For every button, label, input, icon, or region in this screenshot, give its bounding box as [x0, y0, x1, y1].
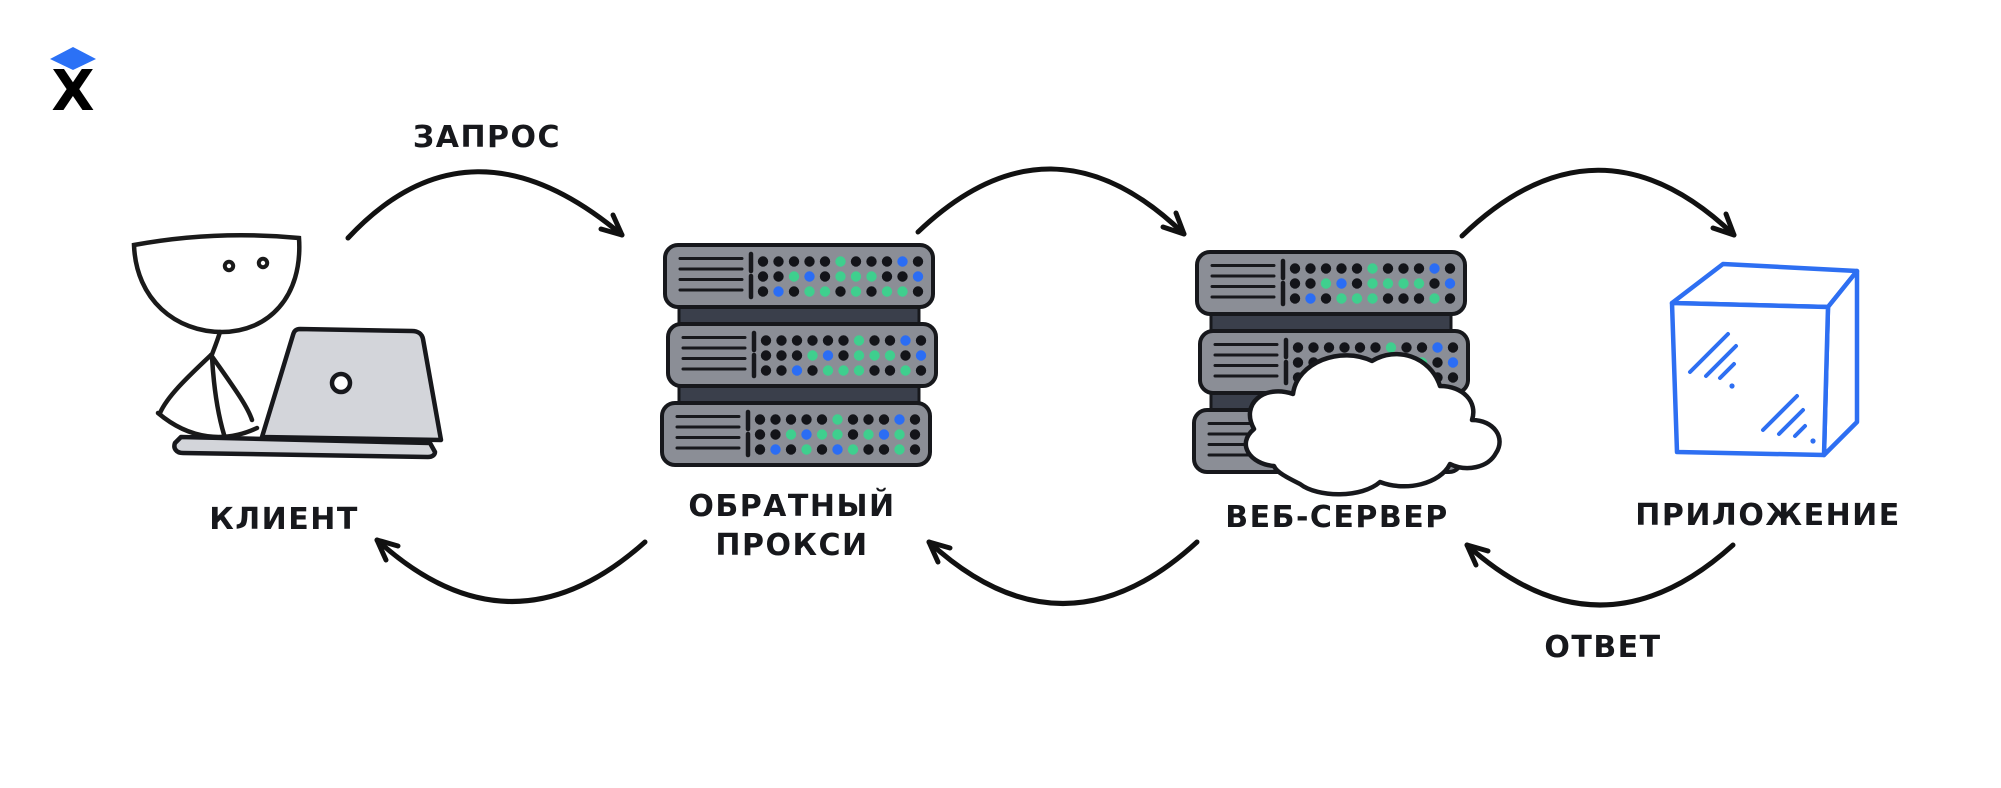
arrow-client-to-proxy	[345, 169, 625, 241]
logo-diamond-icon	[50, 47, 96, 70]
label-request: запрос	[412, 120, 562, 155]
hexlet-logo: X	[50, 47, 96, 124]
cube-shine-marks	[1688, 332, 1816, 444]
arrow-webserver-to-app	[1459, 167, 1737, 239]
label-reverse-proxy: обратный прокси	[688, 487, 895, 565]
reverse-proxy-rack-icon	[660, 243, 938, 467]
label-response: ответ	[1544, 630, 1662, 665]
logo-letter: X	[51, 59, 94, 124]
label-application: приложение	[1635, 498, 1901, 533]
cloud-icon	[1243, 351, 1502, 497]
arrow-proxy-to-webserver	[915, 166, 1187, 237]
arrow-proxy-to-client	[374, 537, 648, 604]
arrow-app-to-webserver	[1464, 542, 1736, 608]
application-cube-icon	[1669, 261, 1860, 458]
label-client: клиент	[209, 502, 359, 537]
label-reverse-proxy-line2: прокси	[715, 528, 869, 563]
laptop-logo-dot	[329, 371, 353, 395]
label-reverse-proxy-line1: обратный	[688, 489, 896, 524]
arrow-webserver-to-proxy	[926, 539, 1200, 606]
arrows	[345, 166, 1737, 608]
laptop-icon	[172, 326, 444, 460]
label-web-server: веб-сервер	[1225, 500, 1449, 535]
client-figure-icon	[131, 232, 302, 444]
